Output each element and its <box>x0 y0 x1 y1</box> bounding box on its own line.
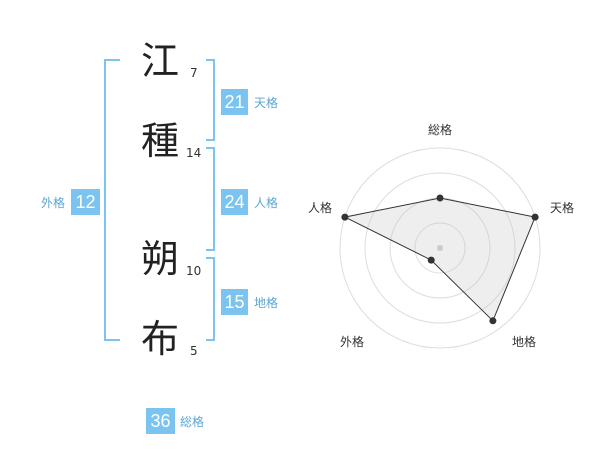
jinkaku-label: 人格 <box>254 196 279 210</box>
radar-series-polygon <box>343 197 536 322</box>
gaikaku-value: 12 <box>71 189 100 215</box>
name-char-4: 布 <box>140 317 179 361</box>
name-char-1: 江 <box>140 39 179 83</box>
gaikaku-label: 外格 <box>41 196 66 210</box>
stroke-count-3: 10 <box>186 264 202 278</box>
name-char-2: 種 <box>140 119 179 163</box>
radar-point-3 <box>427 256 435 264</box>
soukaku-label: 総格 <box>180 415 205 429</box>
soukaku-value: 36 <box>146 408 175 434</box>
radar-ring-3 <box>364 172 516 324</box>
chikaku-label: 地格 <box>254 296 279 310</box>
jinkaku-bracket <box>206 147 215 251</box>
radar-center-dot <box>437 245 443 251</box>
tenkaku-label: 天格 <box>254 96 279 110</box>
stroke-count-2: 14 <box>186 146 202 160</box>
stroke-count-4: 5 <box>190 344 198 358</box>
radar-ring-1 <box>414 222 466 274</box>
radar-point-4 <box>341 213 349 221</box>
radar-ring-4 <box>339 147 541 349</box>
name-char-3: 朔 <box>140 237 179 281</box>
radar-point-0 <box>436 194 444 202</box>
jinkaku-value: 24 <box>221 189 248 215</box>
chikaku-bracket <box>206 257 215 341</box>
radar-label-soukaku: 総格 <box>428 123 453 137</box>
radar-label-tenkaku: 天格 <box>550 201 575 215</box>
radar-label-gaikaku: 外格 <box>340 335 365 349</box>
chikaku-value: 15 <box>221 289 248 315</box>
radar-point-1 <box>531 213 539 221</box>
radar-label-chikaku: 地格 <box>512 335 537 349</box>
outer-bracket <box>104 59 120 341</box>
radar-point-2 <box>489 317 497 325</box>
stroke-count-1: 7 <box>190 66 198 80</box>
tenkaku-bracket <box>206 59 215 141</box>
tenkaku-value: 21 <box>221 89 248 115</box>
radar-label-jinkaku: 人格 <box>308 201 333 215</box>
